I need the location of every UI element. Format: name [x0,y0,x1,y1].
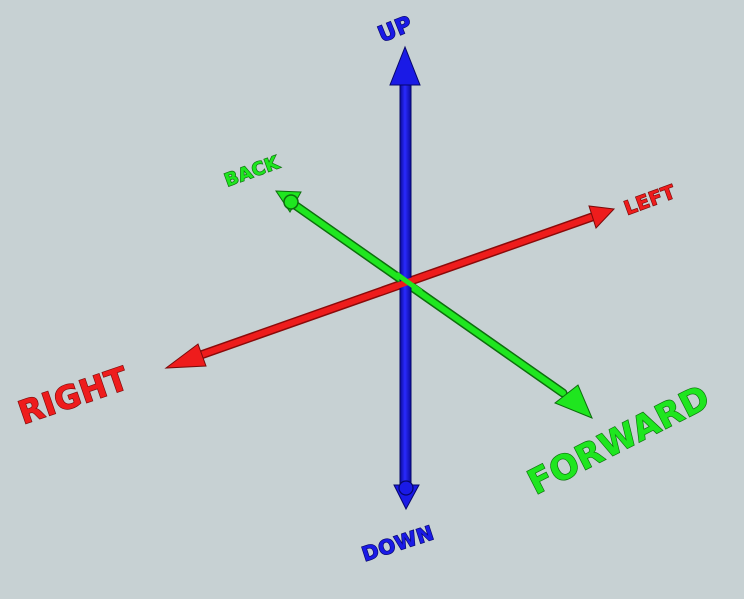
longitudinal-axis [275,190,593,419]
back-end-cap [283,194,299,210]
longitudinal-axis-shaft-highlight [289,200,566,396]
label-up: UP [375,12,417,48]
label-forward: FORWARD [521,377,716,503]
down-end-cap [398,480,414,496]
up-arrowhead [389,45,421,86]
left-arrowhead [588,205,616,229]
label-left: LEFT [621,181,678,220]
label-down: DOWN [359,520,437,566]
label-right: RIGHT [13,359,133,432]
right-arrowhead [164,343,207,369]
label-back: BACK [222,152,283,191]
forward-arrowhead [554,384,593,419]
longitudinal-axis-center-overlap [395,272,423,294]
